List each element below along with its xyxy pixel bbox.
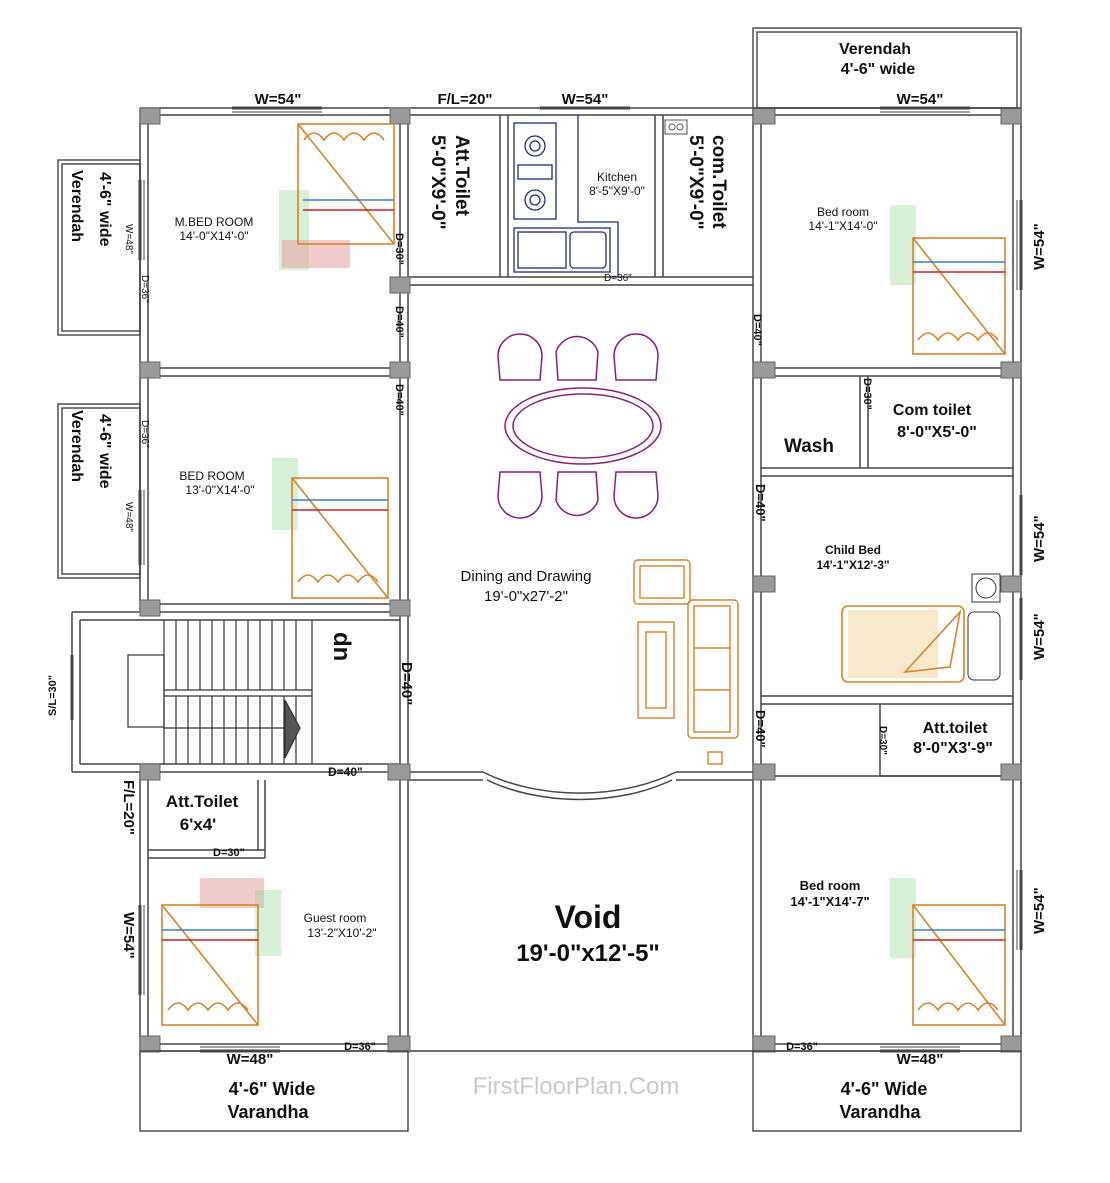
bed-lower-right — [890, 878, 1006, 1026]
att-toilet-top-name: Att.Toilet — [451, 135, 472, 217]
door-label: D=30" — [393, 233, 405, 265]
bed-room-right-name: Bed room — [817, 205, 869, 219]
door-label: D=36" — [786, 1041, 818, 1053]
wing-verendah-name: Verendah — [68, 170, 85, 242]
window-label: W=54" — [1031, 223, 1048, 270]
door-label: D=40" — [393, 384, 405, 416]
bed-room-right-size: 14'-1"X14'-0" — [808, 219, 877, 233]
wing-verendah-size: 4'-6" wide — [96, 172, 113, 247]
bed-master — [279, 123, 395, 270]
att-toilet-right-name: Att.toilet — [923, 720, 989, 737]
stair-direction-label: dn — [328, 632, 355, 661]
door-label: D=40" — [753, 484, 768, 522]
stair-light-label: S/L=30" — [47, 675, 59, 716]
door-label: D=40" — [328, 765, 363, 779]
child-bed-name: Child Bed — [825, 543, 881, 557]
fixed-light-label: F/L=20" — [437, 91, 492, 108]
master-bed-size: 14'-0"X14'-0" — [179, 229, 248, 243]
wash-name: Wash — [784, 436, 834, 457]
master-bed-name: M.BED ROOM — [175, 215, 254, 229]
att-toilet-left-size: 6'x4' — [180, 815, 216, 834]
com-toilet-top-name: com.Toilet — [708, 135, 729, 229]
com-toilet-top-size: 5'-0"X9'-0" — [685, 135, 706, 230]
kitchen-name: Kitchen — [597, 170, 637, 184]
void-size: 19'-0"x12'-5" — [516, 940, 660, 967]
att-toilet-top-size: 5'-0"X9'-0" — [427, 135, 448, 230]
bed-room-right — [890, 205, 1006, 355]
bed-room-left — [272, 458, 389, 599]
bed-room-left-name: BED ROOM — [179, 469, 244, 483]
kitchen-fixtures — [513, 115, 619, 277]
wing-verendah-name: Verendah — [68, 410, 85, 482]
window-label: W=54" — [1031, 613, 1048, 660]
guest-room-name: Guest room — [304, 911, 367, 925]
door-label: D=36" — [344, 1041, 376, 1053]
dining-set — [497, 333, 662, 519]
varandha-right-name: 4'-6" Wide — [841, 1079, 928, 1099]
fixed-light-label: F/L=20" — [120, 780, 137, 835]
verandahs — [57, 27, 1022, 1132]
door-label: D=30" — [213, 847, 245, 859]
att-toilet-right-size: 8'-0"X3'-9" — [913, 740, 993, 757]
child-bed — [841, 573, 1001, 683]
child-bed-size: 14'-1"X12'-3" — [816, 558, 889, 572]
door-label: D=36" — [139, 275, 150, 303]
sofa-set — [633, 559, 739, 765]
verendah-top-name: Verendah — [839, 41, 911, 58]
window-label: W=54" — [120, 912, 137, 959]
guest-room-size: 13'-2"X10'-2" — [307, 926, 376, 940]
window-label: W=48" — [123, 224, 134, 254]
verendah-top-size: 4'-6" wide — [841, 61, 916, 78]
bed-room-lower-right-name: Bed room — [800, 878, 861, 893]
columns — [139, 107, 1022, 1053]
att-toilet-left-name: Att.Toilet — [166, 792, 239, 811]
window-label: W=54" — [897, 91, 944, 108]
window-label: W=48" — [897, 1051, 944, 1068]
window-label: W=54" — [1031, 515, 1048, 562]
wing-verendah-size: 4'-6" wide — [96, 414, 113, 489]
bed-room-lower-right-size: 14'-1"X14'-7" — [790, 894, 869, 909]
com-toilet-name: Com toilet — [893, 402, 972, 419]
window-label: W=54" — [1031, 887, 1048, 934]
void-name: Void — [555, 899, 622, 935]
toilet-fixture — [664, 119, 688, 135]
door-label: D=40" — [753, 710, 768, 748]
dining-name: Dining and Drawing — [461, 568, 592, 585]
dining-size: 19'-0"x27'-2" — [484, 588, 568, 605]
window-label: W=48" — [123, 502, 134, 532]
window-label: W=54" — [562, 91, 609, 108]
door-label: D=36" — [139, 420, 150, 448]
staircase — [127, 620, 313, 764]
varandha-left-name: 4'-6" Wide — [229, 1079, 316, 1099]
bed-guest — [161, 878, 281, 1026]
kitchen-size: 8'-5"X9'-0" — [589, 184, 645, 198]
door-label: D=30" — [861, 378, 873, 410]
window-label: W=54" — [255, 91, 302, 108]
door-label: D=36" — [604, 273, 632, 284]
window-label: W=48" — [227, 1051, 274, 1068]
bed-room-left-size: 13'-0"X14'-0" — [185, 483, 254, 497]
varandha-right-name2: Varandha — [839, 1102, 921, 1122]
labels: Verendah 4'-6" wide W=54" F/L=20" W=54" … — [47, 41, 1048, 1122]
com-toilet-size: 8'-0"X5'-0" — [897, 424, 977, 441]
varandha-left-name2: Varandha — [227, 1102, 309, 1122]
door-label: D=30" — [877, 726, 888, 755]
door-label: D=40" — [393, 306, 405, 338]
door-label: D=40" — [751, 314, 763, 346]
door-label: D=40" — [398, 662, 415, 705]
watermark: FirstFloorPlan.Com — [473, 1073, 680, 1100]
